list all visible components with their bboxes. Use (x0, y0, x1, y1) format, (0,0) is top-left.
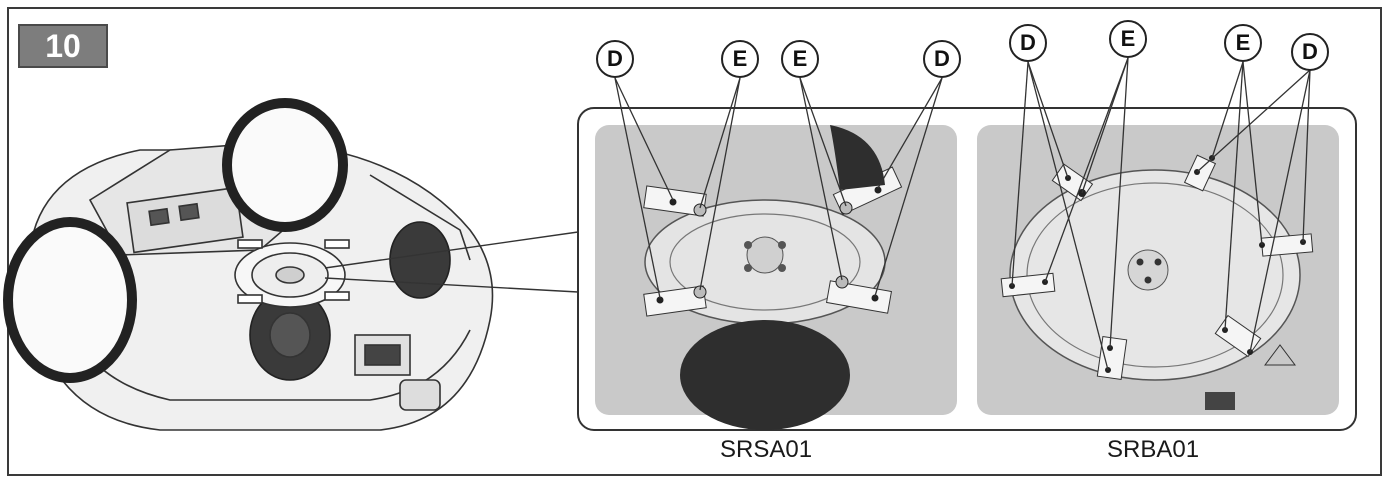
robot-mower-illustration (3, 98, 494, 431)
callout-e-right-1: E (1109, 20, 1147, 58)
callout-d-left-1: D (596, 40, 634, 78)
callout-d-right-2: D (1291, 33, 1329, 71)
callout-leader-lines (614, 57, 1311, 371)
callout-e-right-2: E (1224, 24, 1262, 62)
callout-d-left-2: D (923, 40, 961, 78)
callout-e-left-1: E (721, 40, 759, 78)
blade-disc-closeup-srba01 (977, 125, 1339, 415)
callout-d-right-1: D (1009, 24, 1047, 62)
blade-disc-closeup-srsa01 (595, 125, 957, 430)
callout-e-left-2: E (781, 40, 819, 78)
step-number-badge: 10 (18, 24, 108, 68)
caption-srsa01: SRSA01 (720, 436, 813, 463)
caption-srba01: SRBA01 (1107, 436, 1200, 463)
